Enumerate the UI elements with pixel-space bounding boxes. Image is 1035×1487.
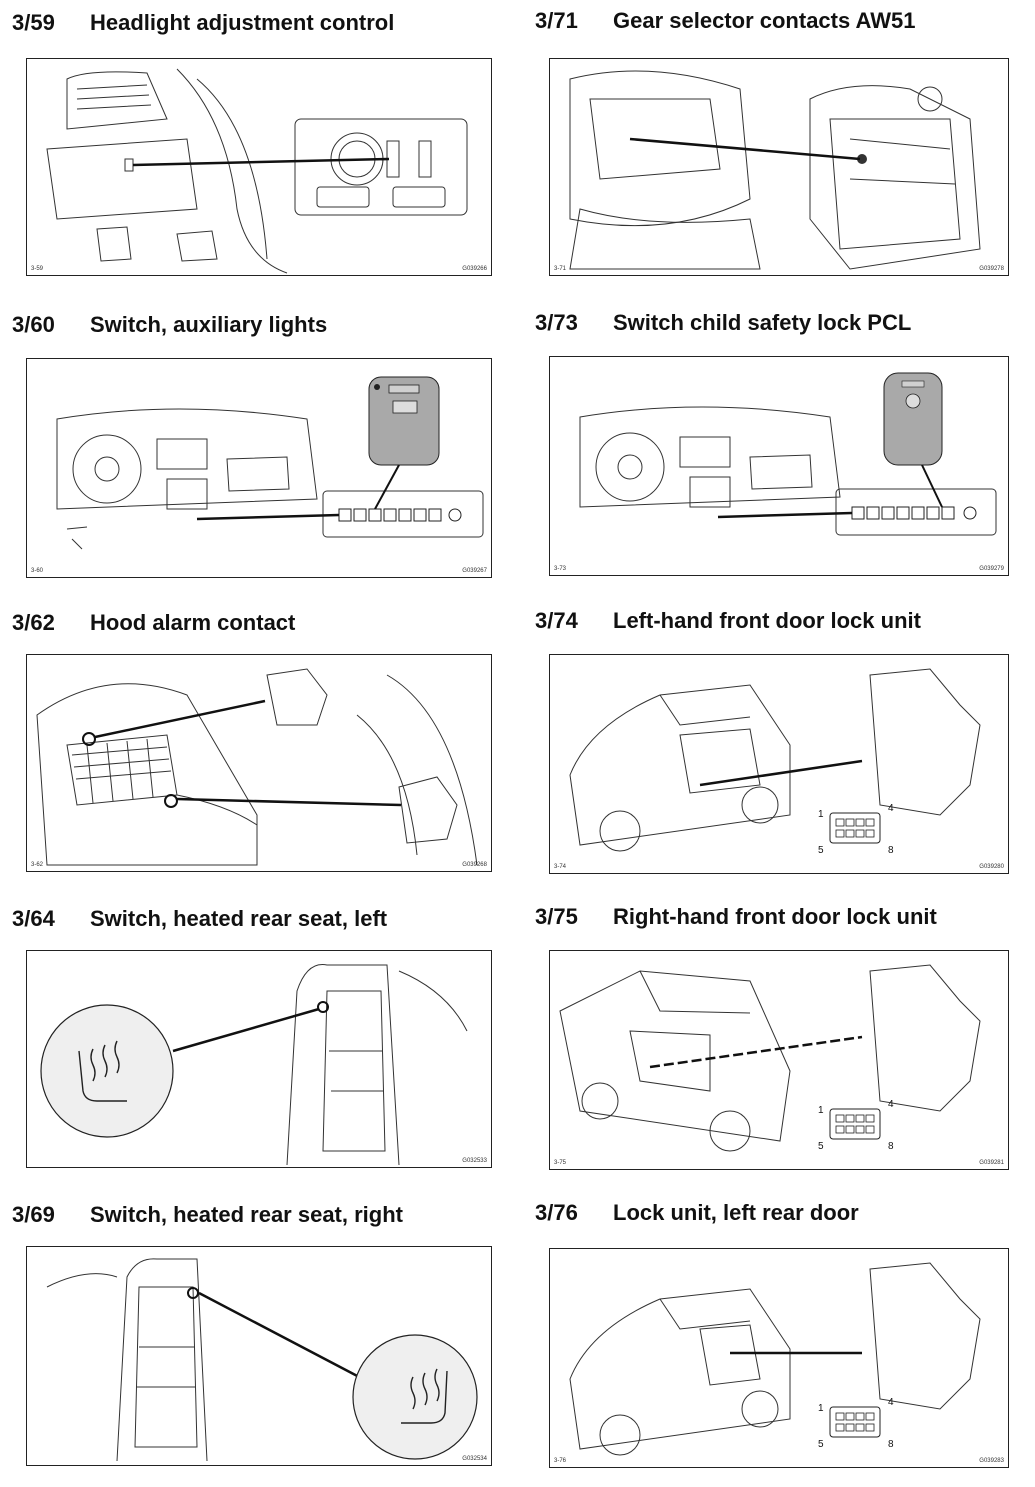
figure-ref: 3-75 <box>554 1160 567 1166</box>
figure-number: G039283 <box>979 1458 1004 1464</box>
panel-code: 3/60 <box>12 312 55 337</box>
figure-number: G039278 <box>979 266 1004 272</box>
front-right-door-lock-illustration: 1 4 5 8 <box>559 964 981 1152</box>
pin-label-1: 1 <box>818 809 824 820</box>
panel-title: Hood alarm contact <box>90 610 296 635</box>
panel-3-64: 3/64 Switch, heated rear seat, left G032… <box>12 906 492 1174</box>
panel-3-59: 3/59 Headlight adjustment control <box>12 10 492 278</box>
panel-title: Right-hand front door lock unit <box>613 904 937 929</box>
panel-title: Switch, heated rear seat, right <box>90 1202 403 1227</box>
figure-number: G039280 <box>979 864 1004 870</box>
pin-label-5: 5 <box>818 1141 824 1152</box>
illustration-frame: 1 4 5 8 3-74 G039280 <box>549 654 1009 874</box>
front-left-door-lock-illustration: 1 4 5 8 <box>569 668 981 856</box>
panel-heading: 3/69 Switch, heated rear seat, right <box>12 1202 403 1238</box>
panel-code: 3/59 <box>12 10 55 35</box>
illustration-frame: 3-73 G039279 <box>549 356 1009 576</box>
panel-3-73: 3/73 Switch child safety lock PCL <box>535 310 1025 582</box>
figure-ref: 3-73 <box>554 566 567 572</box>
illustration-frame: 3-59 G039266 <box>26 58 492 276</box>
illustration-frame: G032534 <box>26 1246 492 1466</box>
pin-label-8: 8 <box>888 1439 894 1450</box>
figure-ref: 3-60 <box>31 568 44 574</box>
heated-seat-left-illustration <box>40 964 468 1166</box>
panel-title: Switch child safety lock PCL <box>613 310 912 335</box>
panel-title: Lock unit, left rear door <box>613 1200 859 1225</box>
child-lock-illustration <box>579 372 997 536</box>
panel-heading: 3/60 Switch, auxiliary lights <box>12 312 327 348</box>
panel-3-69: 3/69 Switch, heated rear seat, right G03… <box>12 1202 492 1472</box>
auxiliary-lights-illustration <box>56 376 484 550</box>
figure-ref: 3-76 <box>554 1458 567 1464</box>
panel-code: 3/74 <box>535 608 578 633</box>
panel-heading: 3/73 Switch child safety lock PCL <box>535 310 911 346</box>
panel-title: Gear selector contacts AW51 <box>613 8 916 33</box>
panel-code: 3/71 <box>535 8 578 33</box>
panel-3-75: 3/75 Right-hand front door lock unit 1 4… <box>535 904 1025 1176</box>
figure-number: G039266 <box>462 266 487 272</box>
figure-number: G032533 <box>462 1158 487 1164</box>
panel-3-74: 3/74 Left-hand front door lock unit 1 4 … <box>535 608 1025 880</box>
pin-label-5: 5 <box>818 845 824 856</box>
panel-code: 3/64 <box>12 906 55 931</box>
panel-heading: 3/71 Gear selector contacts AW51 <box>535 8 915 44</box>
illustration-frame: 1 4 5 8 3-76 G039283 <box>549 1248 1009 1468</box>
panel-heading: 3/62 Hood alarm contact <box>12 610 295 646</box>
panel-code: 3/76 <box>535 1200 578 1225</box>
panel-title: Switch, heated rear seat, left <box>90 906 388 931</box>
figure-ref: 3-62 <box>31 862 44 868</box>
rear-left-door-lock-illustration: 1 4 5 8 <box>569 1262 981 1456</box>
hood-alarm-illustration <box>36 668 478 866</box>
pin-label-1: 1 <box>818 1105 824 1116</box>
heated-seat-right-illustration <box>46 1258 478 1462</box>
figure-ref: 3-71 <box>554 266 567 272</box>
panel-code: 3/75 <box>535 904 578 929</box>
panel-3-76: 3/76 Lock unit, left rear door 1 4 5 8 <box>535 1200 1025 1474</box>
pin-label-4: 4 <box>888 803 894 814</box>
pin-label-8: 8 <box>888 1141 894 1152</box>
figure-number: G039267 <box>462 568 487 574</box>
pin-label-4: 4 <box>888 1099 894 1110</box>
panel-3-71: 3/71 Gear selector contacts AW51 3-71 G0… <box>535 8 1025 280</box>
panel-heading: 3/76 Lock unit, left rear door <box>535 1200 859 1236</box>
panel-code: 3/69 <box>12 1202 55 1227</box>
figure-number: G039281 <box>979 1160 1004 1166</box>
panel-heading: 3/75 Right-hand front door lock unit <box>535 904 937 940</box>
illustration-frame: 3-60 G039267 <box>26 358 492 578</box>
seat-heater-icon <box>78 1040 127 1102</box>
figure-ref: 3-59 <box>31 266 44 272</box>
panel-3-60: 3/60 Switch, auxiliary lights <box>12 312 492 580</box>
pin-label-8: 8 <box>888 845 894 856</box>
pin-label-4: 4 <box>888 1397 894 1408</box>
panel-3-62: 3/62 Hood alarm contact 3-62 G039268 <box>12 610 492 878</box>
figure-number: G039268 <box>462 862 487 868</box>
figure-number: G039279 <box>979 566 1004 572</box>
pin-label-1: 1 <box>818 1403 824 1414</box>
panel-heading: 3/59 Headlight adjustment control <box>12 10 394 46</box>
panel-title: Switch, auxiliary lights <box>90 312 328 337</box>
figure-ref: 3-74 <box>554 864 567 870</box>
panel-title: Headlight adjustment control <box>90 10 395 35</box>
figure-number: G032534 <box>462 1456 487 1462</box>
illustration-frame: 1 4 5 8 3-75 G039281 <box>549 950 1009 1170</box>
illustration-frame: G032533 <box>26 950 492 1168</box>
headlight-control-illustration <box>46 68 468 274</box>
panel-code: 3/73 <box>535 310 578 335</box>
seat-heater-icon <box>401 1368 448 1424</box>
pin-label-5: 5 <box>818 1439 824 1450</box>
gear-selector-illustration <box>569 70 981 270</box>
panel-heading: 3/64 Switch, heated rear seat, left <box>12 906 387 942</box>
panel-code: 3/62 <box>12 610 55 635</box>
illustration-frame: 3-62 G039268 <box>26 654 492 872</box>
panel-title: Left-hand front door lock unit <box>613 608 921 633</box>
illustration-frame: 3-71 G039278 <box>549 58 1009 276</box>
panel-heading: 3/74 Left-hand front door lock unit <box>535 608 921 644</box>
